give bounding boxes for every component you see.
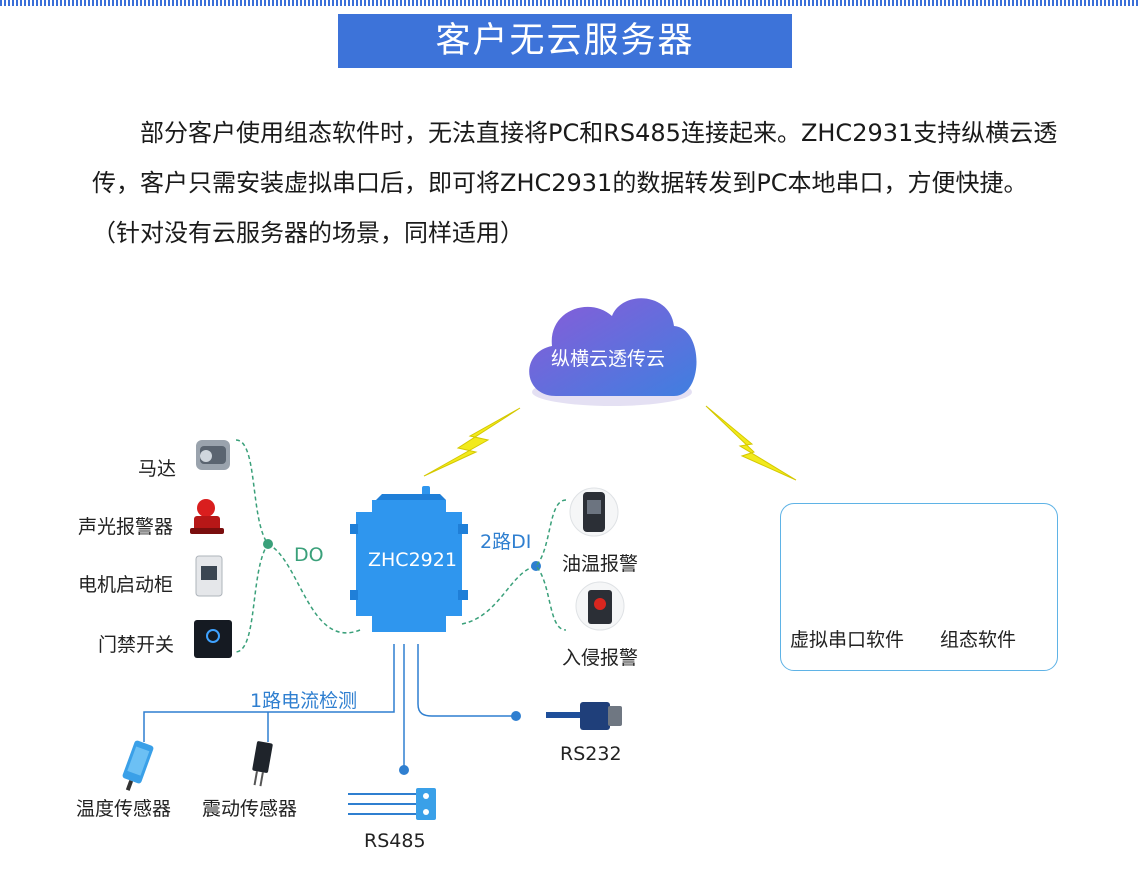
di-item-oil-temp: 油温报警 <box>562 553 639 575</box>
di-item-intrusion: 入侵报警 <box>562 647 639 669</box>
intro-text: 部分客户使用组态软件时，无法直接将PC和RS485连接起来。ZHC2931支持纵… <box>92 119 1058 247</box>
motor-icon <box>196 440 230 470</box>
current-item-vibration: 震动传感器 <box>202 798 298 820</box>
do-label: DO <box>294 544 324 566</box>
current-label: 1路电流检测 <box>250 690 358 712</box>
pc-config-software-label: 组态软件 <box>940 629 1017 651</box>
cloud-label: 纵横云透传云 <box>550 348 665 370</box>
pc-panel <box>780 503 1058 671</box>
do-item-access-switch: 门禁开关 <box>98 634 175 656</box>
rs485-terminal-icon <box>348 788 436 820</box>
do-item-starter-cabinet: 电机启动柜 <box>78 574 174 596</box>
intro-paragraph: 部分客户使用组态软件时，无法直接将PC和RS485连接起来。ZHC2931支持纵… <box>92 108 1060 258</box>
current-line <box>143 644 395 742</box>
oil-temp-alarm-icon <box>569 487 619 537</box>
lightning-left-icon <box>423 407 521 477</box>
pc-virtual-serial-label: 虚拟串口软件 <box>790 629 905 651</box>
alarm-light-icon <box>190 499 224 534</box>
vibration-sensor-icon <box>252 741 273 787</box>
do-item-motor: 马达 <box>138 458 177 480</box>
device-label: ZHC2921 <box>368 549 457 571</box>
rs232-line <box>417 644 516 717</box>
lightning-right-icon <box>705 405 797 481</box>
di-label: 2路DI <box>480 531 532 553</box>
di-bracket <box>534 499 567 631</box>
device-icon <box>350 486 468 632</box>
top-dotted-border <box>0 0 1140 6</box>
do-bracket <box>235 439 269 653</box>
page-title: 客户无云服务器 <box>338 14 792 68</box>
cloud-icon <box>529 298 697 406</box>
intrusion-alarm-icon <box>575 581 625 631</box>
access-switch-icon <box>194 620 232 658</box>
rs232-label: RS232 <box>560 743 622 765</box>
do-item-alarm-light: 声光报警器 <box>78 516 174 538</box>
starter-cabinet-icon <box>195 555 223 597</box>
rs232-connector-icon <box>546 702 622 730</box>
current-item-temperature: 温度传感器 <box>76 798 172 820</box>
do-link <box>267 543 361 634</box>
temperature-sensor-icon <box>122 740 154 791</box>
di-link <box>461 565 537 625</box>
rs485-label: RS485 <box>364 830 426 852</box>
